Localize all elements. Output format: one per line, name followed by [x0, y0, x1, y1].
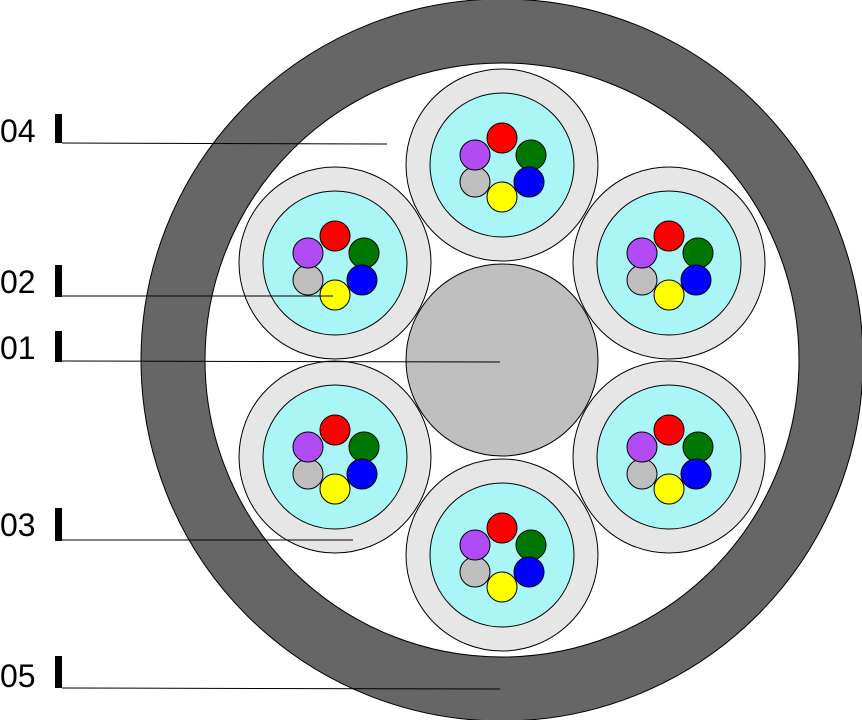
fiber-gray	[459, 166, 491, 198]
callouts: 04 02 01 03 05	[0, 113, 501, 694]
tube-gel	[262, 190, 408, 336]
fiber-blue	[513, 556, 545, 588]
label-02-marker	[55, 265, 62, 297]
fiber-purple	[459, 139, 491, 171]
fiber-purple	[292, 237, 324, 269]
fiber-yellow	[653, 473, 685, 505]
fiber-yellow	[319, 473, 351, 505]
fiber-red	[486, 512, 518, 544]
central-strength-member	[405, 263, 599, 457]
label-03: 03	[0, 507, 353, 543]
fiber-yellow	[486, 181, 518, 213]
label-05-text: 05	[0, 658, 36, 694]
fiber-green	[348, 237, 380, 269]
label-01-marker	[55, 331, 62, 362]
fiber-yellow	[486, 571, 518, 603]
fiber-green	[515, 139, 547, 171]
buffer-tube-1	[405, 68, 599, 262]
fiber-blue	[346, 458, 378, 490]
fiber-gray	[626, 458, 658, 490]
buffer-tube-6	[238, 166, 432, 360]
label-05-marker	[55, 656, 62, 688]
label-04-text: 04	[0, 113, 36, 149]
label-04-leader	[61, 142, 388, 145]
fiber-red	[319, 414, 351, 446]
fiber-red	[319, 220, 351, 252]
fiber-purple	[626, 431, 658, 463]
fiber-blue	[513, 166, 545, 198]
fiber-green	[682, 431, 714, 463]
buffer-tube-4	[405, 458, 599, 652]
fiber-gray	[292, 458, 324, 490]
fiber-red	[653, 414, 685, 446]
label-05: 05	[0, 656, 501, 694]
label-04: 04	[0, 113, 388, 149]
fiber-blue	[680, 458, 712, 490]
label-01-leader	[61, 360, 501, 363]
fiber-blue	[680, 264, 712, 296]
fiber-gray	[459, 556, 491, 588]
label-02: 02	[0, 264, 333, 300]
label-03-marker	[55, 508, 62, 541]
fiber-blue	[346, 264, 378, 296]
fiber-purple	[292, 431, 324, 463]
tube-gel	[429, 482, 575, 628]
fiber-green	[515, 529, 547, 561]
label-04-marker	[55, 114, 62, 143]
buffer-tube-3	[572, 360, 766, 554]
fiber-yellow	[319, 279, 351, 311]
fiber-red	[486, 122, 518, 154]
buffer-tube-2	[572, 166, 766, 360]
fiber-red	[653, 220, 685, 252]
label-02-text: 02	[0, 264, 36, 300]
fiber-gray	[626, 264, 658, 296]
buffer-tube-5	[238, 360, 432, 554]
buffer-tubes	[238, 68, 766, 652]
tube-gel	[596, 384, 742, 530]
label-05-leader	[61, 687, 501, 690]
label-03-text: 03	[0, 507, 36, 543]
tube-gel	[596, 190, 742, 336]
fiber-purple	[459, 529, 491, 561]
label-01: 01	[0, 330, 501, 366]
fiber-green	[682, 237, 714, 269]
tube-gel	[429, 92, 575, 238]
fiber-yellow	[653, 279, 685, 311]
label-01-text: 01	[0, 330, 36, 366]
fiber-green	[348, 431, 380, 463]
fiber-gray	[292, 264, 324, 296]
fiber-purple	[626, 237, 658, 269]
tube-gel	[262, 384, 408, 530]
